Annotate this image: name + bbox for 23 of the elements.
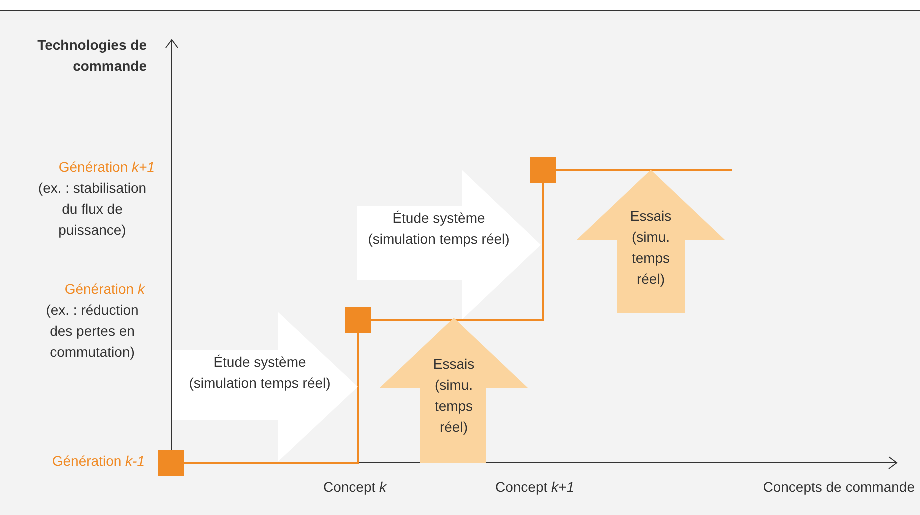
arrow-label: Étude système (simulation temps réel) xyxy=(367,209,511,249)
milestone-square xyxy=(530,157,556,183)
up-arrow-shape xyxy=(577,170,725,313)
axis-tick-label: Concept k xyxy=(322,478,388,497)
axis-tick-label: Concept k+1 xyxy=(494,478,576,497)
arrow-label: Essais (simu. temps réel) xyxy=(432,355,476,437)
right-arrow-shape xyxy=(357,170,541,320)
axis-title: Technologies de commande xyxy=(37,36,147,76)
example-note: (ex. : stabilisation du flux de puissance) xyxy=(37,179,148,240)
generation-label: Génération k-1 xyxy=(51,452,145,471)
arrow-label: Essais (simu. temps réel) xyxy=(629,207,673,289)
generation-label: Génération k xyxy=(64,280,145,299)
right-arrow-shape xyxy=(172,312,358,462)
step-line xyxy=(371,183,544,321)
arrow-label: Étude système (simulation temps réel) xyxy=(188,353,332,393)
up-arrow-shape xyxy=(380,318,528,463)
example-note: (ex. : réduction des pertes en commutation) xyxy=(45,301,140,362)
axis-title: Concepts de commande xyxy=(762,478,915,497)
generation-label: Génération k+1 xyxy=(58,158,155,177)
milestone-square xyxy=(345,307,371,333)
step-line xyxy=(556,169,732,171)
milestone-square xyxy=(158,450,184,476)
step-line xyxy=(184,333,359,464)
